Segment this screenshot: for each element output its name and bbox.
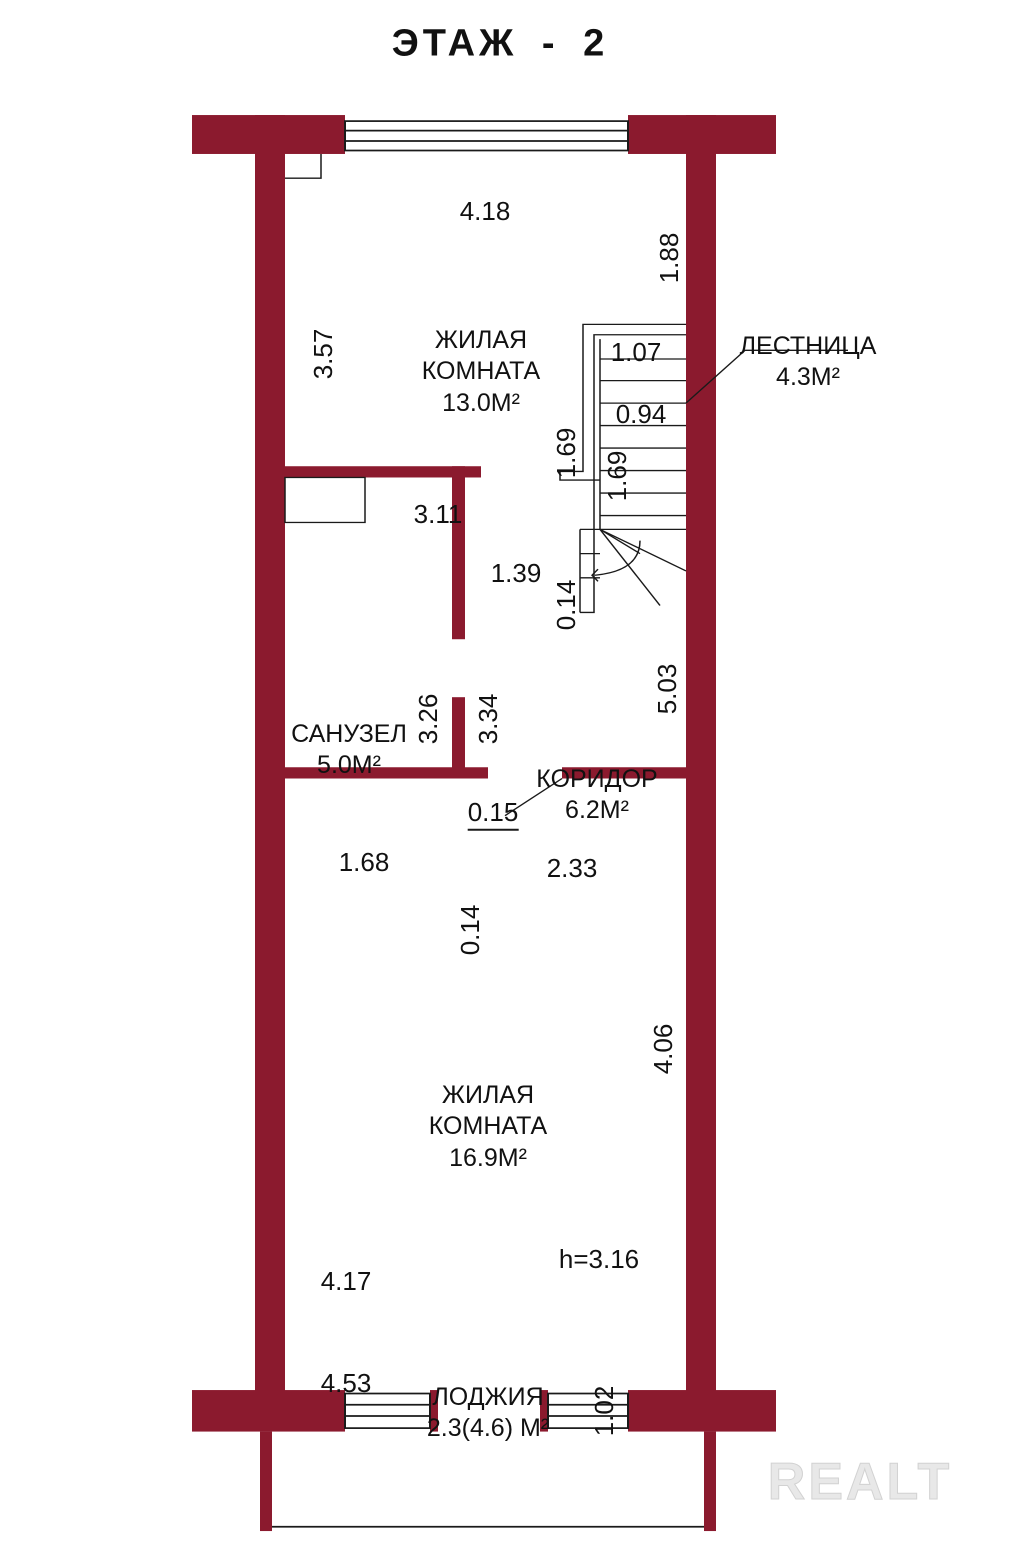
stairs-leader bbox=[685, 349, 746, 404]
windows bbox=[344, 120, 629, 1429]
dim-stair-top-width: 1.07 bbox=[610, 336, 662, 367]
dim-bottom-right-height: 4.06 bbox=[647, 1023, 678, 1075]
room-stairs-label: ЛЕСТНИЦА 4.3М² bbox=[740, 331, 877, 394]
dim-top-width: 4.18 bbox=[459, 195, 511, 226]
window-bottom-right bbox=[547, 1392, 629, 1429]
page-title: ЭТАЖ - 2 bbox=[391, 22, 609, 65]
dim-stair-inner-width: 0.94 bbox=[615, 398, 667, 429]
wall-loggia-left bbox=[260, 1431, 272, 1532]
wall-pier-bottom-right bbox=[628, 1390, 776, 1432]
staircase bbox=[559, 323, 848, 614]
dim-bath-bottom-width: 1.68 bbox=[338, 846, 390, 877]
wall-stub-vertical bbox=[452, 697, 465, 779]
wall-partition-vertical bbox=[452, 466, 465, 640]
room-loggia-label: ЛОДЖИЯ 2.3(4.6) М² bbox=[427, 1382, 549, 1445]
room-stairs-area: 4.3М² bbox=[776, 363, 840, 391]
dim-door-stub: 0.14 bbox=[454, 904, 485, 956]
room-living-top-label: ЖИЛАЯ КОМНАТА 13.0М² bbox=[422, 325, 540, 419]
window-bottom-left bbox=[344, 1392, 431, 1429]
room-bathroom-name: САНУЗЕЛ bbox=[291, 719, 407, 748]
wall-bottom-window-post-left bbox=[430, 1390, 438, 1432]
dim-bottom-width: 4.17 bbox=[320, 1265, 372, 1296]
bath-fixture bbox=[284, 476, 366, 524]
room-loggia-name: ЛОДЖИЯ bbox=[432, 1382, 544, 1411]
dim-loggia-width: 4.53 bbox=[320, 1367, 372, 1398]
dim-stair-inner-height: 1.69 bbox=[601, 450, 632, 502]
dim-loggia-depth: 1.02 bbox=[588, 1385, 619, 1437]
door-swing-line bbox=[504, 777, 563, 817]
wall-partition-top bbox=[285, 466, 481, 478]
dim-top-left-height: 3.57 bbox=[307, 328, 338, 380]
dim-corridor-width: 1.39 bbox=[490, 557, 542, 588]
wall-loggia-right bbox=[704, 1431, 716, 1532]
fixtures bbox=[272, 153, 704, 1528]
dim-stair-length: 5.03 bbox=[651, 663, 682, 715]
room-corridor-area: 6.2М² bbox=[565, 796, 629, 824]
room-living-top-name1: ЖИЛАЯ bbox=[434, 326, 528, 355]
realt-watermark-logo: REALT bbox=[767, 1453, 953, 1512]
wall-partition-bath-bottom bbox=[285, 767, 488, 779]
dim-stair-left-height: 1.69 bbox=[550, 427, 581, 479]
wall-right bbox=[686, 115, 716, 1396]
column-top-left bbox=[285, 153, 322, 179]
room-living-bottom-label: ЖИЛАЯ КОМНАТА 16.9М² bbox=[429, 1080, 547, 1174]
wall-pier-bottom-left bbox=[192, 1390, 345, 1432]
room-living-bottom-area: 16.9М² bbox=[449, 1143, 527, 1172]
room-corridor-label: КОРИДОР 6.2М² bbox=[536, 764, 657, 827]
wall-partition-right bbox=[562, 767, 686, 779]
dim-corridor-height: 3.34 bbox=[472, 693, 503, 745]
room-bathroom-label: САНУЗЕЛ 5.0М² bbox=[291, 719, 407, 782]
room-living-top-name2: КОМНАТА bbox=[421, 357, 541, 386]
dim-stair-gap: 0.14 bbox=[550, 579, 581, 631]
wall-bottom-window-post-right bbox=[540, 1390, 548, 1432]
room-bathroom-area: 5.0М² bbox=[317, 751, 381, 779]
wall-left bbox=[255, 115, 285, 1396]
dim-bath-height: 3.26 bbox=[412, 693, 443, 745]
room-corridor-name: КОРИДОР bbox=[536, 764, 658, 793]
room-loggia-area: 2.3(4.6) М² bbox=[426, 1414, 550, 1442]
room-living-top-area: 13.0М² bbox=[442, 388, 520, 417]
ceiling-height: h=3.16 bbox=[558, 1243, 640, 1274]
room-living-bottom-name2: КОМНАТА bbox=[428, 1112, 548, 1141]
dim-lower-wall-width: 2.33 bbox=[546, 852, 598, 883]
dim-bath-top-width: 3.11 bbox=[413, 498, 463, 529]
dim-top-right-height: 1.88 bbox=[653, 232, 684, 284]
room-living-bottom-name1: ЖИЛАЯ bbox=[441, 1081, 535, 1110]
room-stairs-name: ЛЕСТНИЦА bbox=[739, 331, 877, 360]
walls bbox=[192, 115, 776, 1532]
dim-wall-stub: 0.15 bbox=[467, 796, 519, 831]
window-top bbox=[344, 120, 629, 152]
